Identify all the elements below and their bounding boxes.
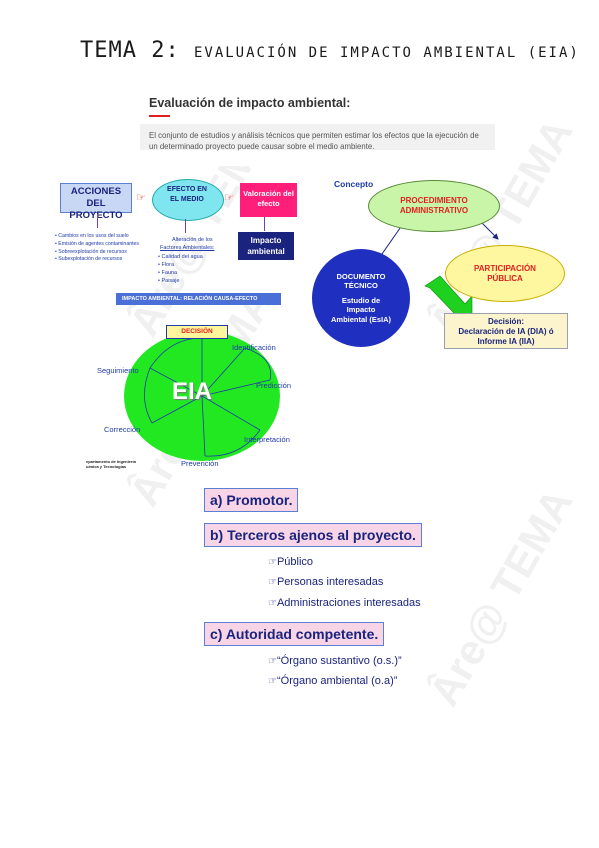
- cycle-banner: IMPACTO AMBIENTAL: RELACIÓN CAUSA-EFECTO: [116, 293, 281, 305]
- concepto-label: Concepto: [334, 179, 374, 189]
- pointing-hand-icon: ☞: [268, 557, 277, 568]
- actor-c-item: ☞“Órgano sustantivo (o.s.)”: [268, 655, 402, 667]
- actor-b-box: b) Terceros ajenos al proyecto.: [204, 523, 422, 547]
- source-note: epartamento de Ingeniería uímica y Tecno…: [86, 459, 136, 470]
- definition-accent-bar: [149, 115, 170, 117]
- actor-b-item: ☞Administraciones interesadas: [268, 597, 421, 609]
- page-title: TEMA 2: Evaluación de impacto ambiental …: [80, 38, 580, 63]
- efecto-label: EFECTO EN EL MEDIO: [167, 186, 207, 203]
- actor-b-item: ☞Personas interesadas: [268, 576, 384, 588]
- documento-node: DOCUMENTO TÉCNICO Estudio de Impacto Amb…: [312, 249, 410, 347]
- list-item: Cambios en los usos del suelo: [55, 233, 139, 241]
- actor-a-box: a) Promotor.: [204, 488, 299, 512]
- label-prevencion: Prevención: [181, 459, 219, 468]
- alteracion-subtitle: Factores Ambientales:: [160, 245, 215, 252]
- participacion-label: PARTICIPACIÓN PÚBLICA: [474, 263, 536, 283]
- acciones-box: ACCIONES DEL PROYECTO: [60, 183, 132, 221]
- definition-text: El conjunto de estudios y análisis técni…: [149, 131, 479, 152]
- pointing-hand-icon: ☞: [268, 577, 277, 588]
- list-item: Emisión de agentes contaminantes: [55, 241, 139, 249]
- label-correccion: Corrección: [104, 425, 141, 434]
- decision-concept-label: Decisión:: [487, 317, 524, 326]
- procedimiento-label: PROCEDIMIENTO ADMINISTRATIVO: [399, 196, 469, 215]
- pointing-hand-icon: ☞: [224, 192, 234, 204]
- list-item: Sobreexplotación de recursos: [55, 249, 139, 257]
- efecto-ellipse: [152, 179, 224, 221]
- actor-c-item: ☞“Órgano ambiental (o.a)”: [268, 675, 398, 687]
- valoracion-box: Valoración del efecto: [240, 183, 297, 217]
- arrow-procedimiento-participacion: [479, 220, 499, 240]
- title-rest: Evaluación de impacto ambiental (EIA): [193, 45, 580, 61]
- definition-body: El conjunto de estudios y análisis técni…: [140, 124, 495, 151]
- acciones-list: Cambios en los usos del suelo Emisión de…: [55, 233, 139, 264]
- actor-c-box: c) Autoridad competente.: [204, 622, 385, 646]
- eia-center-label: EIA: [172, 378, 213, 405]
- pointing-hand-icon: ☞: [268, 656, 277, 667]
- down-arrow-icon: [185, 219, 186, 233]
- alteracion-block: Alteración de los Factores Ambientales: …: [158, 236, 214, 286]
- impacto-box: Impacto ambiental: [238, 232, 294, 260]
- decision-concept-text: Declaración de IA (DIA) ó Informe IA (II…: [458, 327, 554, 346]
- decision-concept-box: Decisión: Declaración de IA (DIA) ó Info…: [444, 313, 568, 349]
- list-item: Flora: [158, 261, 214, 269]
- pointing-hand-icon: ☞: [268, 598, 277, 609]
- label-identificacion: Identificación: [232, 343, 276, 352]
- estudio-label: Estudio de Impacto Ambiental (EsIA): [330, 295, 391, 324]
- down-arrow-icon: [97, 214, 98, 228]
- list-item: Subexplotación de recursos: [55, 256, 139, 264]
- pointing-hand-icon: ☞: [136, 192, 146, 204]
- watermark: Âre@ TEMA: [420, 480, 582, 714]
- label-prediccion: Predicción: [256, 381, 292, 390]
- label-interpretacion: Interpretación: [244, 435, 290, 444]
- decision-box: DECISIÓN: [166, 325, 228, 339]
- pointing-hand-icon: ☞: [268, 676, 277, 687]
- definition-box: Evaluación de impacto ambiental: El conj…: [140, 86, 495, 166]
- list-item: Calidad del agua: [158, 253, 214, 261]
- title-main: TEMA 2:: [80, 38, 180, 63]
- alteracion-title: Alteración de los: [172, 237, 213, 243]
- list-item: Fauna: [158, 269, 214, 277]
- down-arrow-icon: [264, 217, 265, 231]
- actor-b-item: ☞Público: [268, 556, 314, 568]
- participacion-node: PARTICIPACIÓN PÚBLICA: [445, 245, 565, 302]
- procedimiento-node: PROCEDIMIENTO ADMINISTRATIVO: [368, 180, 500, 232]
- documento-label: DOCUMENTO TÉCNICO: [336, 271, 386, 291]
- list-item: Paisaje: [158, 277, 214, 285]
- label-seguimiento: Seguimiento: [97, 366, 139, 375]
- definition-heading: Evaluación de impacto ambiental:: [149, 96, 351, 110]
